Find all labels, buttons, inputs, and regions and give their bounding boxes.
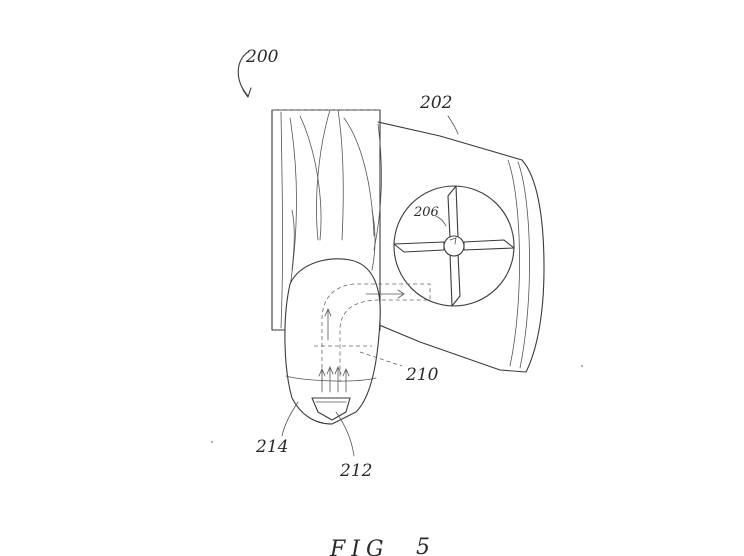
- fan-assembly: [393, 185, 515, 307]
- housing-outline: [371, 121, 545, 373]
- label-200: 200: [245, 47, 279, 67]
- barrel-line-5: [337, 109, 344, 241]
- caption-word: FIG: [329, 537, 390, 556]
- fan-blade-left: [393, 241, 445, 253]
- housing-body: [371, 121, 545, 373]
- leader-212: [335, 411, 355, 457]
- fan-hub: [443, 235, 465, 257]
- caption-number: 5: [416, 535, 436, 556]
- barrel-line-2: [287, 117, 297, 301]
- airflow-duct: [321, 283, 431, 382]
- barrel-line-3: [299, 115, 322, 241]
- fan-blade-right: [463, 239, 515, 251]
- housing-rib-1: [507, 159, 520, 367]
- barrel-line-9: [371, 209, 376, 271]
- barrel-line-1: [280, 111, 283, 329]
- label-214: 214: [255, 437, 288, 457]
- outlet-arrowhead-1: [318, 367, 326, 377]
- fan-ring: [393, 185, 515, 307]
- outlet-arrowhead-4: [342, 367, 350, 377]
- barrel-line-4: [316, 109, 331, 241]
- nozzle-outline: [284, 258, 381, 425]
- arrowhead-200: [242, 87, 252, 98]
- nozzle-head: [284, 258, 381, 425]
- fan-blade-top: [447, 185, 459, 239]
- label-202: 202: [419, 93, 452, 113]
- label-210: 210: [405, 365, 439, 385]
- leader-206: [435, 215, 447, 227]
- fan-rotation-arrow: [449, 237, 457, 245]
- leader-202: [447, 115, 459, 135]
- outlet-arrowhead-2: [326, 365, 334, 375]
- barrel-line-7: [373, 123, 382, 251]
- leader-210: [359, 351, 403, 367]
- barrel-line-6: [343, 117, 375, 237]
- scan-speck-2: [581, 365, 583, 367]
- nozzle-band: [285, 375, 377, 382]
- label-212: 212: [339, 461, 372, 481]
- figure-caption: FIG 5: [329, 535, 436, 556]
- outlet-arrows: [318, 365, 350, 393]
- airflow-arrowhead-up: [324, 307, 332, 317]
- scan-speck-1: [211, 441, 213, 443]
- outlet-arrowhead-3: [334, 365, 342, 375]
- reference-200: 200: [237, 47, 279, 98]
- barrel-line-8: [291, 209, 295, 271]
- label-206: 206: [413, 205, 439, 220]
- fan-blade-bottom: [449, 253, 461, 307]
- leader-214: [281, 401, 299, 437]
- airflow-path: [314, 283, 431, 393]
- airflow-arrowhead-right: [397, 289, 405, 299]
- housing-rib-2: [517, 161, 530, 369]
- leader-lines: [281, 115, 459, 457]
